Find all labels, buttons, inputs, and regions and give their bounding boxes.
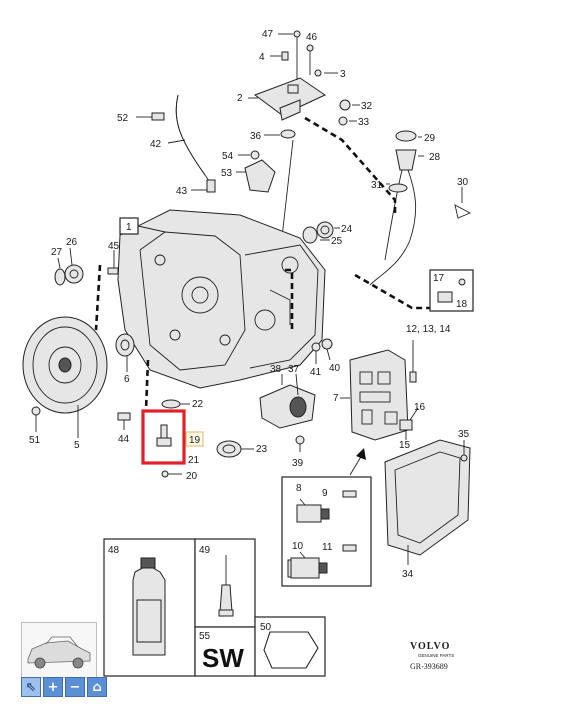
sw-label: SW — [202, 643, 244, 673]
sealant-tube-box[interactable] — [194, 538, 256, 628]
minus-icon[interactable]: − — [65, 677, 85, 697]
callout-42: 42 — [150, 139, 162, 150]
callout-labels: 47 46 4 3 2 32 33 52 42 36 29 28 54 53 3… — [29, 29, 470, 673]
callout-4: 4 — [259, 52, 265, 63]
callout-35: 35 — [458, 429, 470, 440]
dashed-leaders — [94, 116, 430, 430]
logo-text: VOLVO — [410, 641, 450, 652]
callout-8: 8 — [296, 483, 302, 494]
callout-26: 26 — [66, 237, 78, 248]
callout-7: 7 — [333, 393, 339, 404]
callout-45: 45 — [108, 241, 120, 252]
callout-24: 24 — [341, 224, 353, 235]
callout-50: 50 — [260, 622, 272, 633]
callout-53: 53 — [221, 168, 233, 179]
plus-icon[interactable]: + — [43, 677, 63, 697]
transmission-housing[interactable] — [117, 209, 326, 389]
bolts-left — [31, 250, 135, 432]
callout-17: 17 — [433, 273, 445, 284]
solenoid-detail-box — [281, 448, 372, 587]
callout-15: 15 — [399, 440, 411, 451]
sw-box[interactable] — [194, 626, 256, 677]
highlight-box — [141, 409, 186, 465]
car-thumbnail[interactable] — [21, 622, 97, 678]
tcm-group — [248, 30, 360, 256]
callout-33: 33 — [358, 117, 370, 128]
callout-3: 3 — [340, 69, 346, 80]
valve-body[interactable] — [340, 340, 419, 441]
callout-51: 51 — [29, 435, 41, 446]
callout-52: 52 — [117, 113, 129, 124]
callout-5: 5 — [74, 440, 80, 451]
bracket-53 — [236, 150, 276, 193]
callout-1: 1 — [126, 222, 132, 233]
cursor-icon[interactable]: ⇖ — [21, 677, 41, 697]
pipe-42-group — [136, 94, 216, 193]
oil-pan[interactable] — [384, 439, 471, 565]
logo-subtext: GENUINE PARTS — [418, 653, 454, 658]
callout-40: 40 — [329, 363, 341, 374]
filter-plug-group — [141, 399, 204, 478]
car-icon — [27, 636, 91, 669]
callout-25: 25 — [331, 236, 343, 247]
home-icon[interactable]: ⌂ — [87, 677, 107, 697]
callout-21: 21 — [188, 455, 200, 466]
torque-converter[interactable] — [22, 316, 108, 438]
callout-36: 36 — [250, 131, 262, 142]
callout-20: 20 — [186, 471, 198, 482]
plugs-40-41 — [311, 338, 333, 364]
solenoid-group — [216, 373, 316, 458]
callout-49: 49 — [199, 545, 211, 556]
callout-19: 19 — [189, 435, 201, 446]
callout-55: 55 — [199, 631, 211, 642]
callout-12-13-14: 12, 13, 14 — [406, 324, 451, 335]
callout-41: 41 — [310, 367, 322, 378]
callout-34: 34 — [402, 569, 414, 580]
seals-group — [54, 221, 340, 286]
callout-18: 18 — [456, 299, 468, 310]
callout-29: 29 — [424, 133, 436, 144]
callout-47: 47 — [262, 29, 274, 40]
callout-38: 38 — [270, 364, 282, 375]
callout-11: 11 — [322, 542, 333, 553]
callout-31: 31 — [371, 180, 383, 191]
callout-37: 37 — [288, 364, 300, 375]
callout-46: 46 — [306, 32, 318, 43]
sensor-box — [429, 269, 474, 312]
filler-tube-group — [369, 130, 472, 286]
callout-28: 28 — [429, 152, 441, 163]
callout-2: 2 — [237, 93, 243, 104]
reference-number: GR-393689 — [410, 662, 448, 671]
callout-48: 48 — [108, 545, 120, 556]
gasket-box[interactable] — [254, 616, 326, 677]
callout-6: 6 — [124, 374, 130, 385]
viewer-toolbar: ⇖ + − ⌂ — [21, 677, 107, 697]
callout-44: 44 — [118, 434, 130, 445]
oil-bottle-box[interactable] — [103, 538, 196, 677]
callout-43: 43 — [176, 186, 188, 197]
callout-9: 9 — [322, 488, 328, 499]
volvo-branding: VOLVO GENUINE PARTS GR-393689 — [410, 641, 454, 671]
callout-10: 10 — [292, 541, 304, 552]
callout-54: 54 — [222, 151, 234, 162]
callout-30: 30 — [457, 177, 469, 188]
callout-32: 32 — [361, 101, 373, 112]
callout-39: 39 — [292, 458, 304, 469]
callout-16: 16 — [414, 402, 426, 413]
callout-23: 23 — [256, 444, 268, 455]
callout-22: 22 — [192, 399, 204, 410]
tcm-module[interactable] — [253, 77, 327, 116]
callout-27: 27 — [51, 247, 63, 258]
